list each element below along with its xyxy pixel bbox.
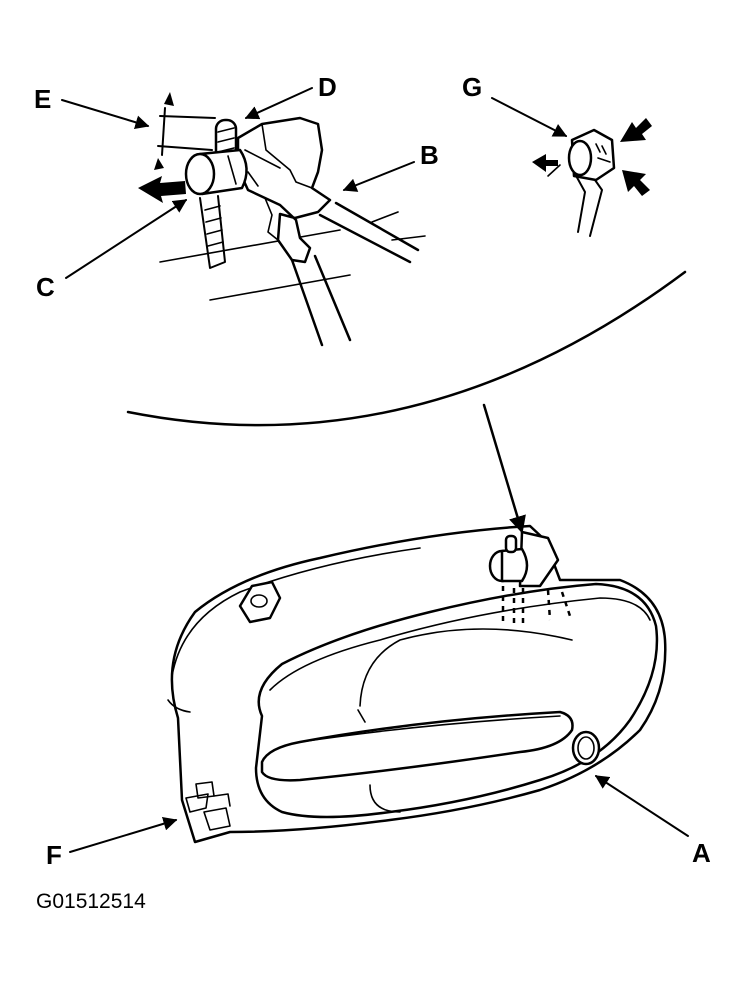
door-handle-assembly (167, 524, 667, 844)
label-f: F (46, 840, 62, 870)
clip-g-detail (532, 118, 652, 237)
leader-e (61, 99, 150, 130)
figure-code: G01512514 (36, 890, 146, 913)
detail-boundary-arc (126, 270, 687, 427)
leader-c (65, 199, 188, 279)
rod-clip-detail (138, 92, 426, 347)
leader-g (491, 97, 568, 137)
label-b: B (420, 140, 439, 170)
label-g: G (462, 72, 482, 102)
leader-f (69, 816, 178, 853)
leader-a (594, 775, 689, 837)
label-c: C (36, 272, 55, 302)
leader-d (244, 87, 313, 120)
label-e: E (34, 84, 51, 114)
leader-b (342, 161, 415, 192)
detail-leader-arrow (482, 403, 526, 534)
label-a: A (692, 838, 711, 868)
label-d: D (318, 72, 337, 102)
